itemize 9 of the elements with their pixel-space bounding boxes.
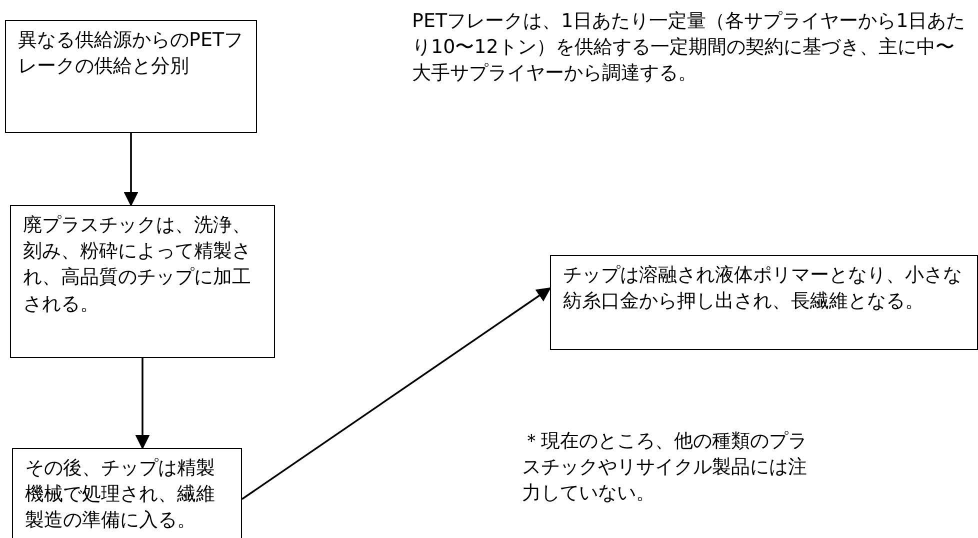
process-box: チップは溶融され液体ポリマーとなり、小さな紡糸口金から押し出され、長繊維となる。 (550, 255, 978, 350)
arrow (242, 287, 552, 500)
process-box: 廃プラスチックは、洗浄、刻み、粉砕によって精製され、高品質のチップに加工される。 (10, 205, 275, 358)
arrow (135, 358, 150, 450)
note-text: ＊現在のところ、他の種類のプラスチックやリサイクル製品には注力していない。 (522, 429, 808, 506)
note-text: PETフレークは、1日あたり一定量（各サプライヤーから1日あたり10〜12トン）を供給する一定期間の契約に基づき、主に中〜大手サプライヤーから調達する。 (412, 9, 966, 86)
process-box: その後、チップは精製機械で処理され、繊維製造の準備に入る。 (12, 448, 242, 538)
process-box: 異なる供給源からのPETフレークの供給と分別 (5, 20, 257, 133)
arrow (124, 133, 138, 206)
